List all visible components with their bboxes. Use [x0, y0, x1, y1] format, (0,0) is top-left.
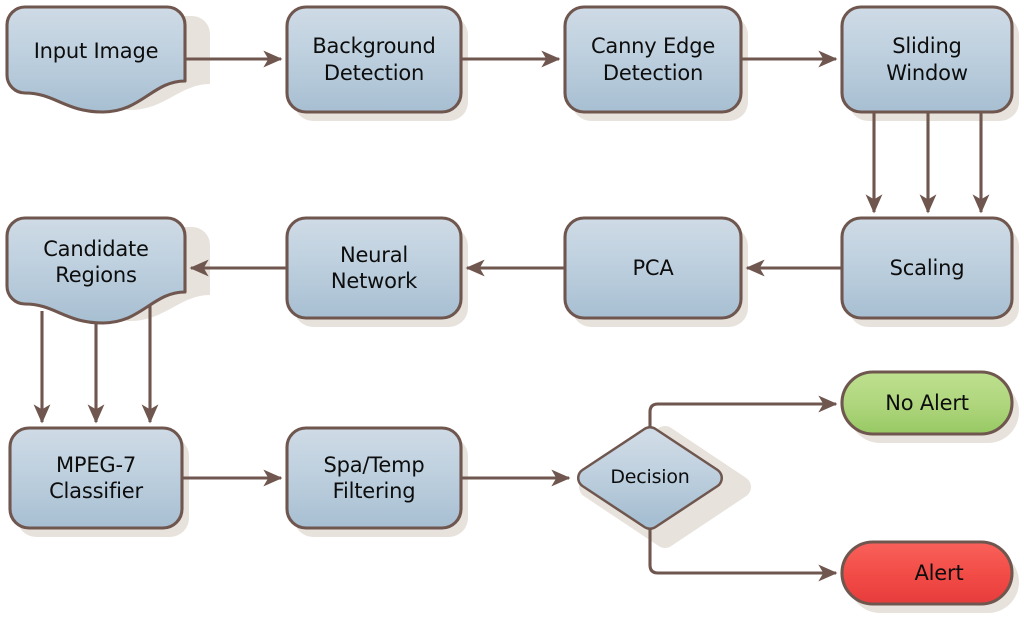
edge-decision-to-alert — [648, 526, 838, 582]
node-sliding-window[interactable] — [840, 5, 1014, 114]
edge-decision-to-no-alert — [648, 395, 838, 430]
node-scaling[interactable] — [840, 216, 1014, 320]
node-mpeg7-classifier[interactable] — [8, 426, 184, 530]
node-background-detection[interactable] — [285, 5, 463, 114]
node-layer — [5, 5, 1014, 606]
edge-layer — [33, 50, 990, 582]
node-spa-temp-filtering[interactable] — [285, 426, 463, 530]
node-candidate-regions[interactable] — [5, 216, 187, 325]
node-canny-edge-detection[interactable] — [563, 5, 743, 114]
node-input-image[interactable] — [5, 5, 187, 114]
node-alert[interactable] — [840, 540, 1014, 606]
node-decision-fill[interactable] — [579, 428, 721, 528]
node-neural-network[interactable] — [285, 216, 463, 320]
node-no-alert[interactable] — [840, 370, 1014, 436]
node-pca[interactable] — [563, 216, 743, 320]
